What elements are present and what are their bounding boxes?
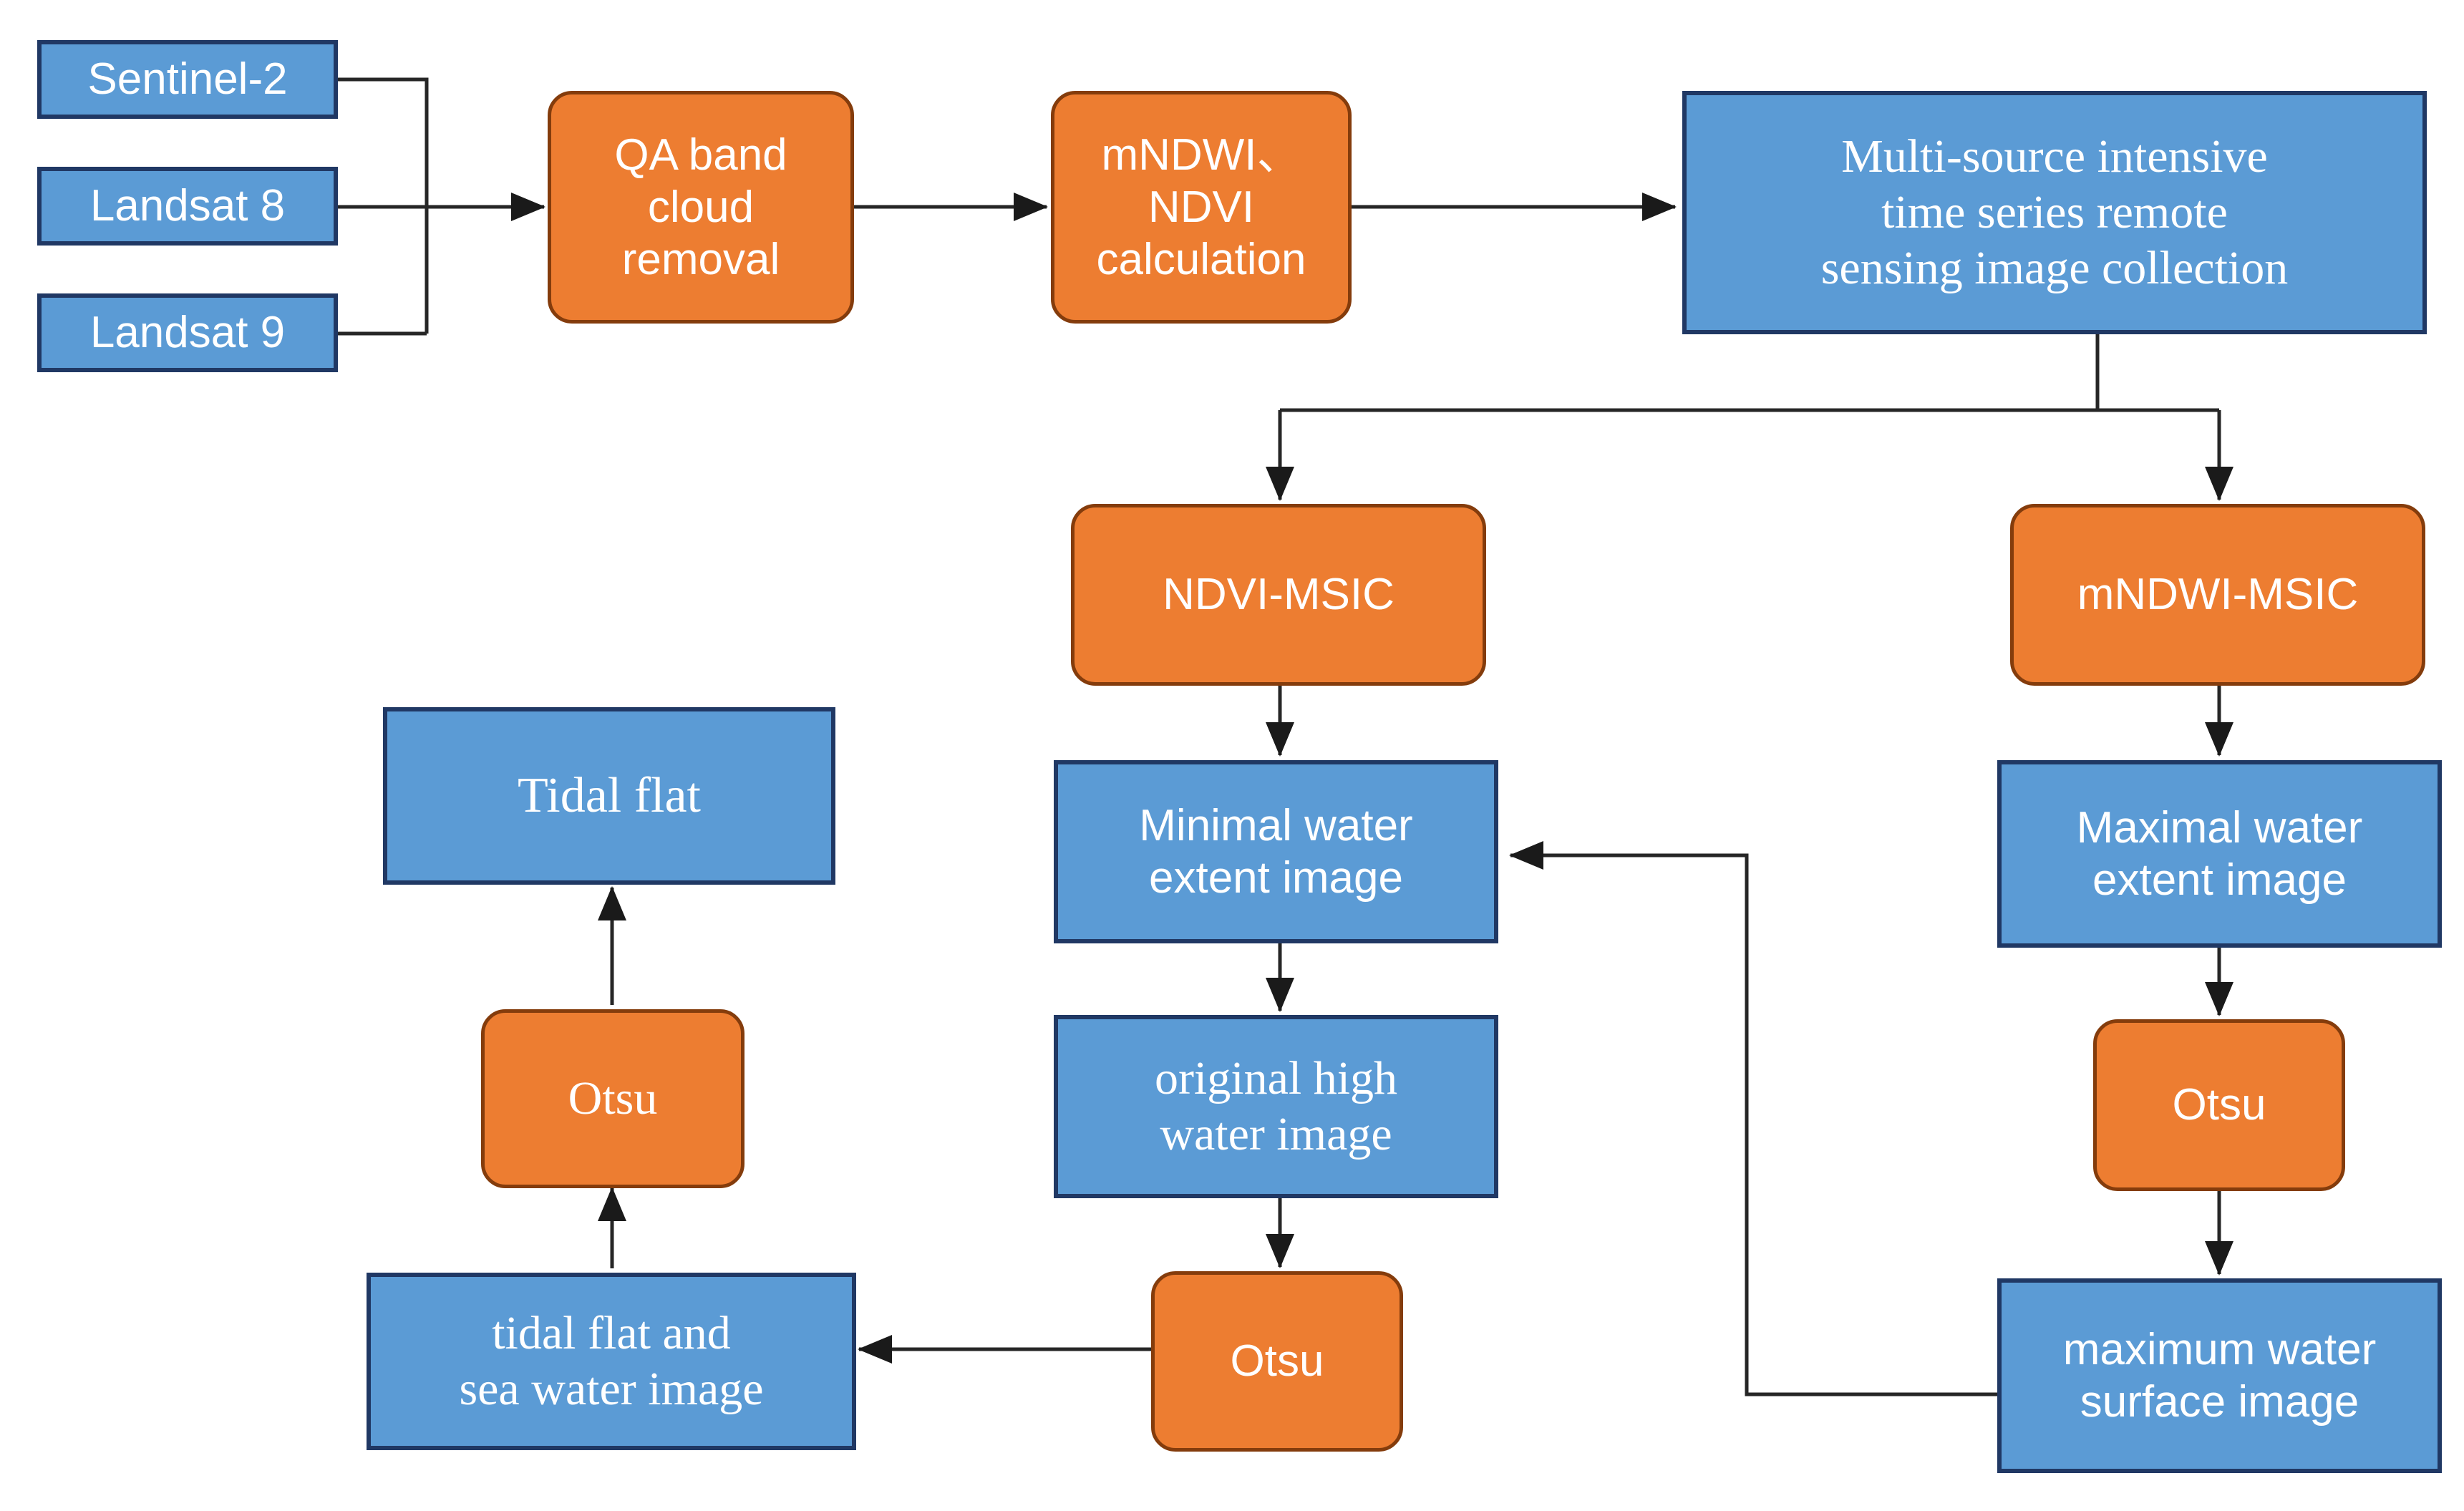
node-mndwi-ndvi-calculation[interactable]: mNDWI、NDVI calculation (1051, 91, 1352, 324)
node-label: Otsu (1230, 1336, 1324, 1386)
node-maximal-water-extent-image[interactable]: Maximal water extent image (1997, 760, 2442, 948)
node-tidal-flat[interactable]: Tidal flat (383, 707, 835, 885)
node-mndwi-msic[interactable]: mNDWI-MSIC (2010, 504, 2425, 686)
node-label: NDVI-MSIC (1163, 570, 1395, 620)
node-tidal-flat-and-sea-water-image[interactable]: tidal flat and sea water image (367, 1273, 856, 1450)
node-otsu-right[interactable]: Otsu (2093, 1019, 2345, 1191)
node-label: QA band cloud removal (614, 130, 787, 285)
node-otsu-center[interactable]: Otsu (1151, 1271, 1403, 1452)
node-label: tidal flat and sea water image (459, 1307, 764, 1415)
node-label: original high water image (1154, 1052, 1398, 1160)
node-maximum-water-surface-image[interactable]: maximum water surface image (1997, 1278, 2442, 1473)
node-landsat8[interactable]: Landsat 8 (37, 167, 338, 246)
node-label: maximum water surface image (2062, 1324, 2377, 1427)
node-label: Otsu (568, 1072, 658, 1125)
node-label: Tidal flat (517, 767, 702, 823)
edge-maxsurface-feedback-to-minimal (1508, 841, 2001, 1396)
node-sentinel2[interactable]: Sentinel-2 (37, 40, 338, 119)
node-label: Maximal water extent image (2076, 802, 2363, 905)
node-label: mNDWI、NDVI calculation (1096, 130, 1306, 285)
node-minimal-water-extent-image[interactable]: Minimal water extent image (1054, 760, 1498, 943)
node-multi-source-collection[interactable]: Multi-source intensive time series remot… (1682, 91, 2427, 334)
node-ndvi-msic[interactable]: NDVI-MSIC (1071, 504, 1486, 686)
node-label: Sentinel-2 (87, 54, 288, 105)
edge-sentinel2-to-bus (338, 77, 429, 206)
node-label: mNDWI-MSIC (2077, 570, 2359, 620)
node-landsat9[interactable]: Landsat 9 (37, 293, 338, 372)
node-label: Landsat 9 (89, 308, 286, 358)
node-otsu-left[interactable]: Otsu (481, 1009, 744, 1188)
node-label: Otsu (2172, 1080, 2266, 1130)
node-label: Multi-source intensive time series remot… (1820, 130, 2289, 294)
node-label: Landsat 8 (89, 181, 286, 231)
node-qa-band-cloud-removal[interactable]: QA band cloud removal (548, 91, 854, 324)
node-original-high-water-image[interactable]: original high water image (1054, 1015, 1498, 1198)
node-label: Minimal water extent image (1139, 800, 1413, 903)
